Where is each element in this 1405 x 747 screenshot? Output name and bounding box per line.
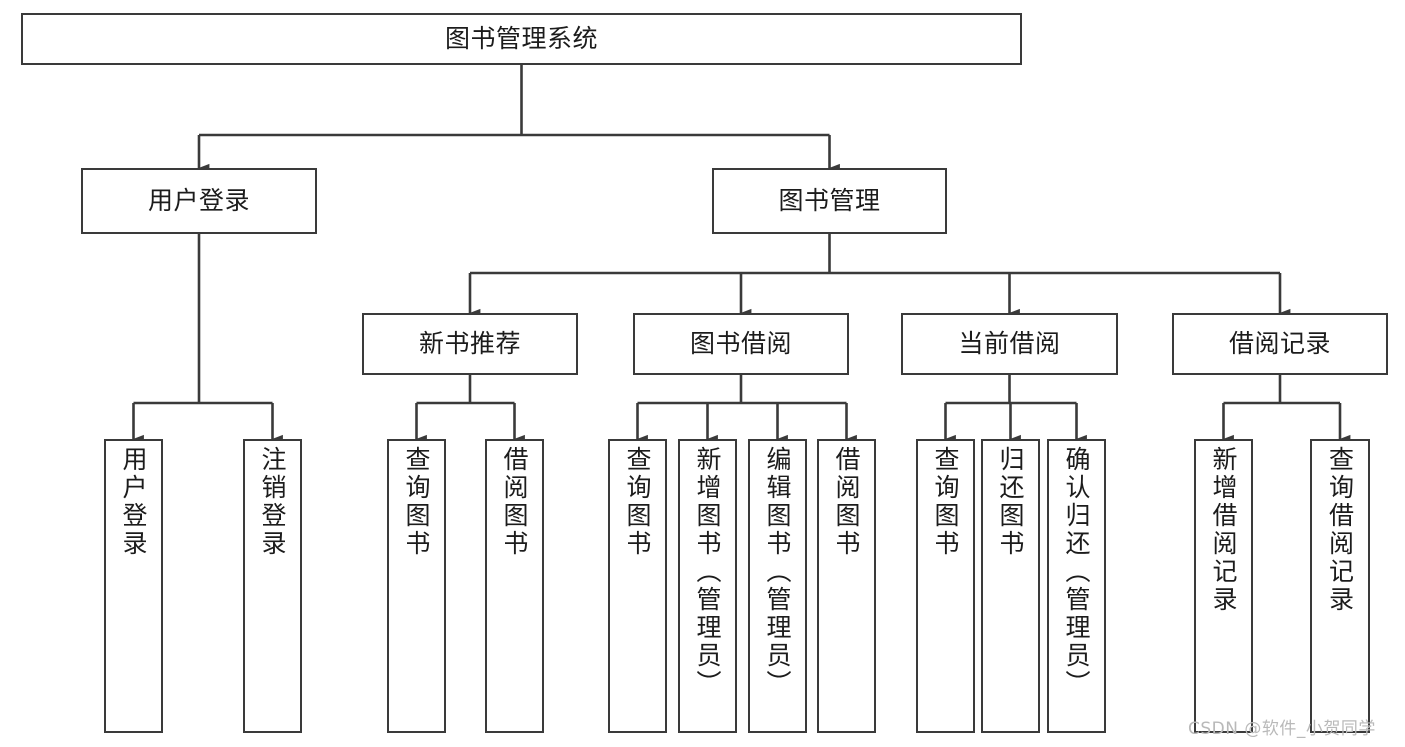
node-label: 查询借阅记录 xyxy=(1325,446,1355,614)
node-label: 查询图书 xyxy=(931,446,960,558)
node-label: 借阅图书 xyxy=(500,446,529,558)
node-leaf-13[interactable]: 查询借阅记录 xyxy=(1310,439,1370,733)
watermark: CSDN @软件_小贺同学 xyxy=(1188,719,1376,739)
connector-lines xyxy=(132,65,1351,444)
node-leaf-7[interactable]: 编辑图书（管理员） xyxy=(748,439,807,733)
node-borrow[interactable]: 图书借阅 xyxy=(633,313,849,375)
node-leaf-5[interactable]: 查询图书 xyxy=(608,439,667,733)
node-bookmgmt[interactable]: 图书管理 xyxy=(712,168,947,234)
node-newbook[interactable]: 新书推荐 xyxy=(362,313,578,375)
node-label: 用户登录 xyxy=(119,446,148,558)
node-label: 编辑图书（管理员） xyxy=(763,446,792,698)
node-label: 当前借阅 xyxy=(958,329,1061,359)
node-root[interactable]: 图书管理系统 xyxy=(21,13,1022,65)
node-label: 新书推荐 xyxy=(418,329,521,359)
node-label: 借阅记录 xyxy=(1228,329,1331,359)
node-label: 用户登录 xyxy=(147,186,250,216)
node-current[interactable]: 当前借阅 xyxy=(901,313,1118,375)
node-label: 图书借阅 xyxy=(689,329,792,359)
node-label: 新增图书（管理员） xyxy=(693,446,722,698)
node-label: 新增借阅记录 xyxy=(1209,446,1238,614)
node-label: 图书管理系统 xyxy=(444,24,598,54)
node-leaf-6[interactable]: 新增图书（管理员） xyxy=(678,439,737,733)
node-label: 借阅图书 xyxy=(832,446,861,558)
node-leaf-10[interactable]: 归还图书 xyxy=(981,439,1040,733)
node-leaf-9[interactable]: 查询图书 xyxy=(916,439,975,733)
node-leaf-11[interactable]: 确认归还（管理员） xyxy=(1047,439,1106,733)
node-leaf-8[interactable]: 借阅图书 xyxy=(817,439,876,733)
node-label: 查询图书 xyxy=(623,446,652,558)
node-label: 归还图书 xyxy=(996,446,1025,558)
node-label: 确认归还（管理员） xyxy=(1062,446,1091,698)
node-records[interactable]: 借阅记录 xyxy=(1172,313,1388,375)
node-leaf-2[interactable]: 注销登录 xyxy=(243,439,302,733)
node-label: 图书管理 xyxy=(778,186,881,216)
node-leaf-4[interactable]: 借阅图书 xyxy=(485,439,544,733)
node-label: 查询图书 xyxy=(402,446,431,558)
node-leaf-12[interactable]: 新增借阅记录 xyxy=(1194,439,1253,733)
node-label: 注销登录 xyxy=(258,446,287,558)
node-leaf-3[interactable]: 查询图书 xyxy=(387,439,446,733)
node-login[interactable]: 用户登录 xyxy=(81,168,317,234)
node-leaf-1[interactable]: 用户登录 xyxy=(104,439,163,733)
